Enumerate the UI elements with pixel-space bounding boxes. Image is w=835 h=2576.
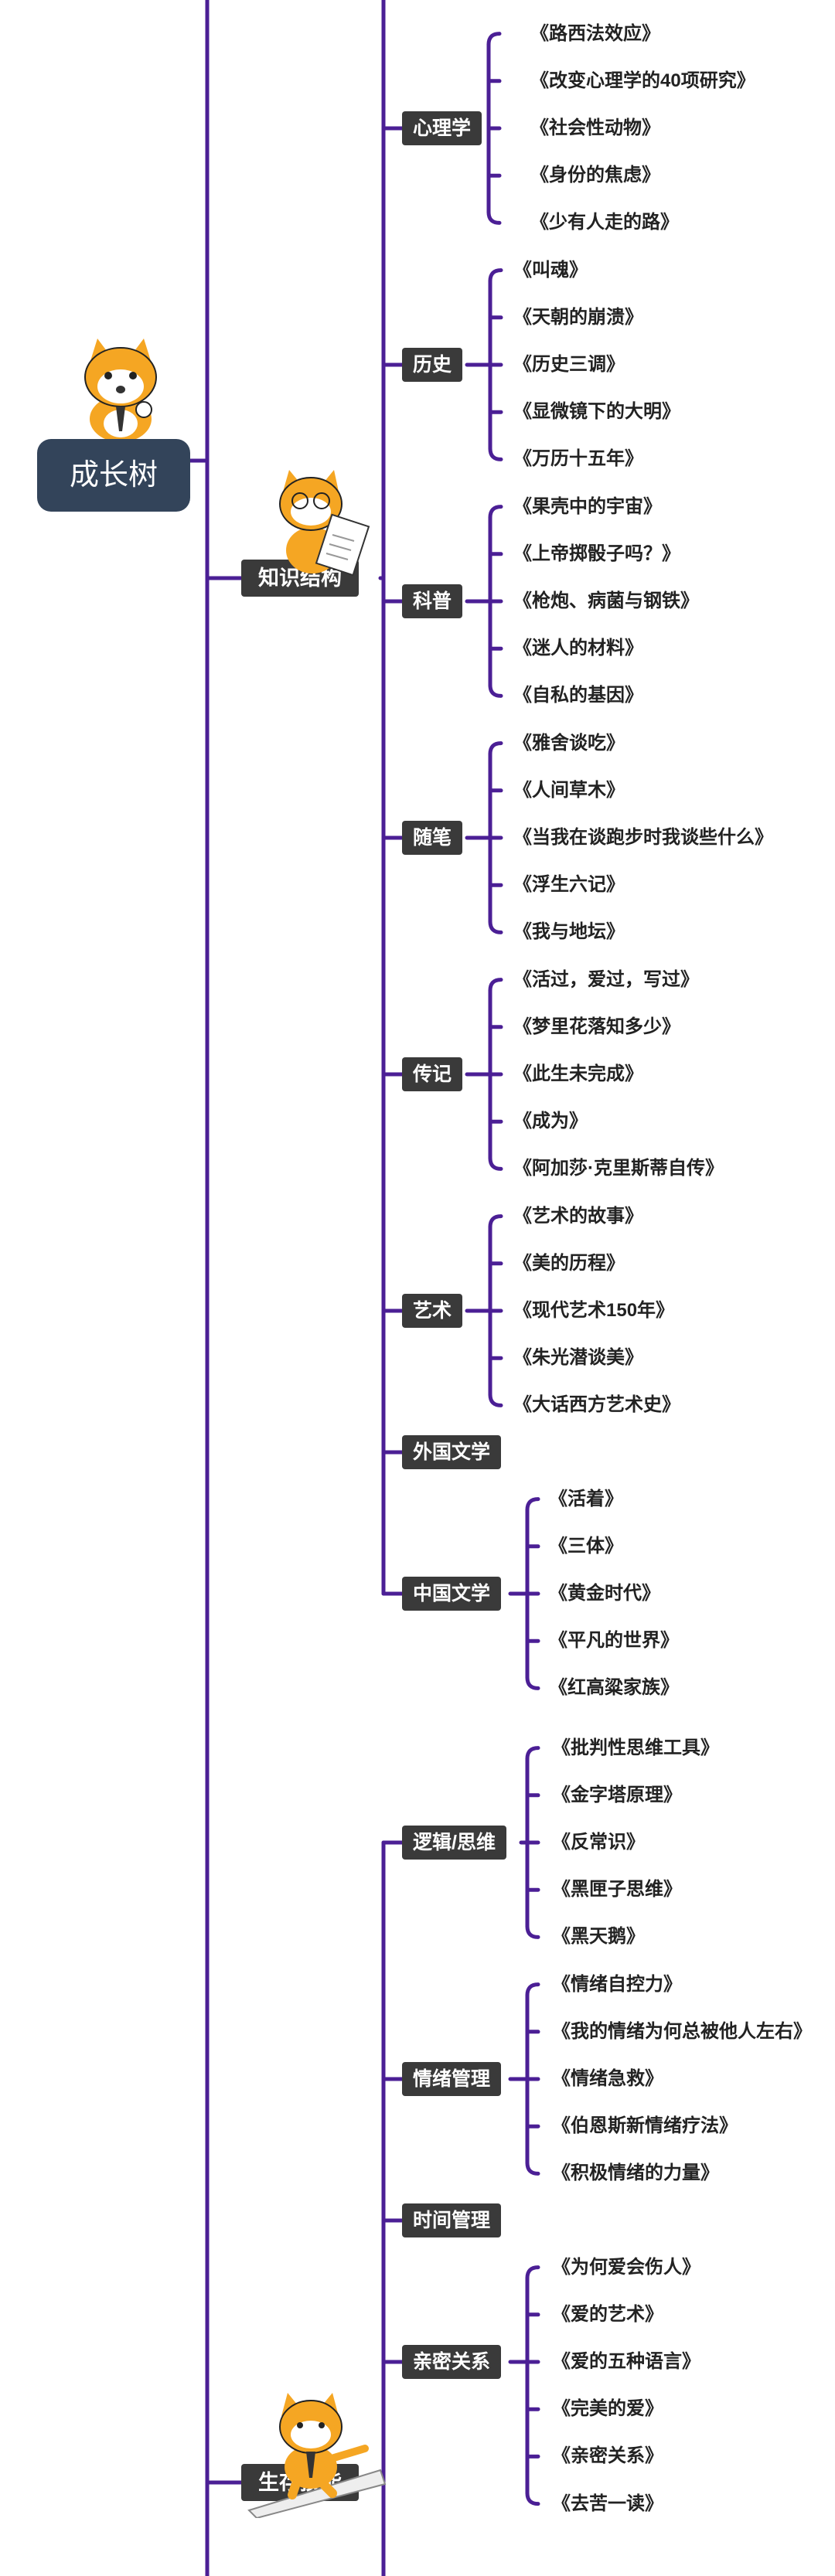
category-node[interactable]: 历史 xyxy=(402,348,463,382)
connector-curve xyxy=(525,2265,540,2281)
book-item[interactable]: 《现代艺术150年》 xyxy=(513,1300,675,1321)
root-node[interactable]: 成长树 xyxy=(37,439,190,512)
cat-mascot-thinking-icon xyxy=(84,339,157,441)
book-item[interactable]: 《路西法效应》 xyxy=(530,22,660,44)
book-item[interactable]: 《我的情绪为何总被他人左右》 xyxy=(552,2020,812,2042)
category-node[interactable]: 科普 xyxy=(402,584,463,618)
book-item[interactable]: 《阿加莎·克里斯蒂自传》 xyxy=(513,1158,724,1179)
branch-node[interactable]: 知识结构 xyxy=(241,560,359,597)
book-item[interactable]: 《黄金时代》 xyxy=(549,1583,660,1604)
connector-curve xyxy=(488,1155,503,1171)
book-item[interactable]: 《浮生六记》 xyxy=(513,874,625,896)
book-item[interactable]: 《爱的艺术》 xyxy=(552,2303,663,2325)
book-item[interactable]: 《社会性动物》 xyxy=(530,117,660,138)
connector-curve xyxy=(486,32,502,47)
connector-curve xyxy=(525,2160,540,2176)
book-item[interactable]: 《活着》 xyxy=(549,1488,623,1509)
book-item[interactable]: 《人间草木》 xyxy=(513,779,625,801)
connector-curve xyxy=(488,741,503,757)
book-item[interactable]: 《朱光潜谈美》 xyxy=(513,1347,643,1369)
book-item[interactable]: 《此生未完成》 xyxy=(513,1063,643,1084)
connector-curve xyxy=(488,268,503,284)
book-item[interactable]: 《反常识》 xyxy=(552,1832,645,1853)
book-item[interactable]: 《天朝的崩溃》 xyxy=(513,306,643,328)
book-item[interactable]: 《积极情绪的力量》 xyxy=(552,2163,719,2184)
book-item[interactable]: 《为何爱会伤人》 xyxy=(552,2256,700,2278)
book-item[interactable]: 《平凡的世界》 xyxy=(549,1630,679,1652)
connector-curve xyxy=(488,505,503,520)
book-item[interactable]: 《雅舍谈吃》 xyxy=(513,732,625,754)
category-node[interactable]: 艺术 xyxy=(402,1294,463,1328)
connector-curve xyxy=(525,1497,540,1513)
book-item[interactable]: 《叫魂》 xyxy=(513,259,588,281)
book-item[interactable]: 《情绪急救》 xyxy=(552,2068,663,2089)
category-node[interactable]: 逻辑/思维 xyxy=(402,1826,506,1860)
book-item[interactable]: 《我与地坛》 xyxy=(513,921,625,943)
book-item[interactable]: 《美的历程》 xyxy=(513,1252,625,1274)
category-node[interactable]: 中国文学 xyxy=(402,1577,502,1611)
book-item[interactable]: 《当我在谈跑步时我谈些什么》 xyxy=(513,827,773,848)
connector-curve xyxy=(488,1392,503,1407)
book-item[interactable]: 《亲密关系》 xyxy=(552,2445,663,2467)
book-item[interactable]: 《批判性思维工具》 xyxy=(552,1737,719,1758)
book-item[interactable]: 《历史三调》 xyxy=(513,354,625,375)
book-item[interactable]: 《三体》 xyxy=(549,1535,623,1557)
book-item[interactable]: 《自私的基因》 xyxy=(513,685,643,706)
book-item[interactable]: 《黑匣子思维》 xyxy=(552,1879,682,1901)
connector-curve xyxy=(525,1746,540,1761)
book-item[interactable]: 《红高粱家族》 xyxy=(549,1677,679,1699)
connector-curve xyxy=(488,919,503,934)
book-item[interactable]: 《大话西方艺术史》 xyxy=(513,1394,680,1416)
book-item[interactable]: 《伯恩斯新情绪疗法》 xyxy=(552,2115,738,2137)
connector-curve xyxy=(525,1924,540,1939)
book-item[interactable]: 《显微镜下的大明》 xyxy=(513,401,680,423)
connector-curve xyxy=(488,682,503,698)
book-item[interactable]: 《黑天鹅》 xyxy=(552,1926,645,1948)
book-item[interactable]: 《上帝掷骰子吗？》 xyxy=(513,543,680,564)
book-item[interactable]: 《万历十五年》 xyxy=(513,448,643,470)
category-node[interactable]: 随笔 xyxy=(402,821,463,855)
book-item[interactable]: 《身份的焦虑》 xyxy=(530,165,660,186)
category-node[interactable]: 亲密关系 xyxy=(402,2345,502,2379)
category-node[interactable]: 情绪管理 xyxy=(402,2062,502,2096)
cat-mascot-surfing-icon xyxy=(247,2393,387,2518)
book-item[interactable]: 《少有人走的路》 xyxy=(530,212,679,233)
connector-curve xyxy=(488,1214,503,1230)
category-node[interactable]: 时间管理 xyxy=(402,2203,502,2237)
category-node[interactable]: 心理学 xyxy=(402,111,482,145)
book-item[interactable]: 《迷人的材料》 xyxy=(513,638,643,659)
book-item[interactable]: 《情绪自控力》 xyxy=(552,1973,682,1995)
book-item[interactable]: 《爱的五种语言》 xyxy=(552,2351,700,2372)
book-item[interactable]: 《去苦一读》 xyxy=(552,2493,663,2514)
book-item[interactable]: 《枪炮、病菌与钢铁》 xyxy=(513,590,699,611)
category-node[interactable]: 传记 xyxy=(402,1057,463,1091)
book-item[interactable]: 《改变心理学的40项研究》 xyxy=(530,70,755,91)
book-item[interactable]: 《梦里花落知多少》 xyxy=(513,1016,680,1037)
connector-curve xyxy=(525,1675,540,1690)
book-item[interactable]: 《果壳中的宇宙》 xyxy=(513,495,662,517)
book-item[interactable]: 《金字塔原理》 xyxy=(552,1784,682,1805)
connector-curve xyxy=(488,446,503,461)
book-item[interactable]: 《艺术的故事》 xyxy=(513,1205,643,1227)
book-item[interactable]: 《成为》 xyxy=(513,1111,588,1132)
book-item[interactable]: 《活过，爱过，写过》 xyxy=(513,968,699,990)
connector-curve xyxy=(488,978,503,993)
book-item[interactable]: 《完美的爱》 xyxy=(552,2398,663,2420)
cat-mascot-reading-icon xyxy=(279,470,370,577)
connector-curve xyxy=(486,209,502,225)
category-node[interactable]: 外国文学 xyxy=(402,1435,502,1469)
connector-curve xyxy=(525,2491,540,2506)
connector-curve xyxy=(525,1982,540,1998)
